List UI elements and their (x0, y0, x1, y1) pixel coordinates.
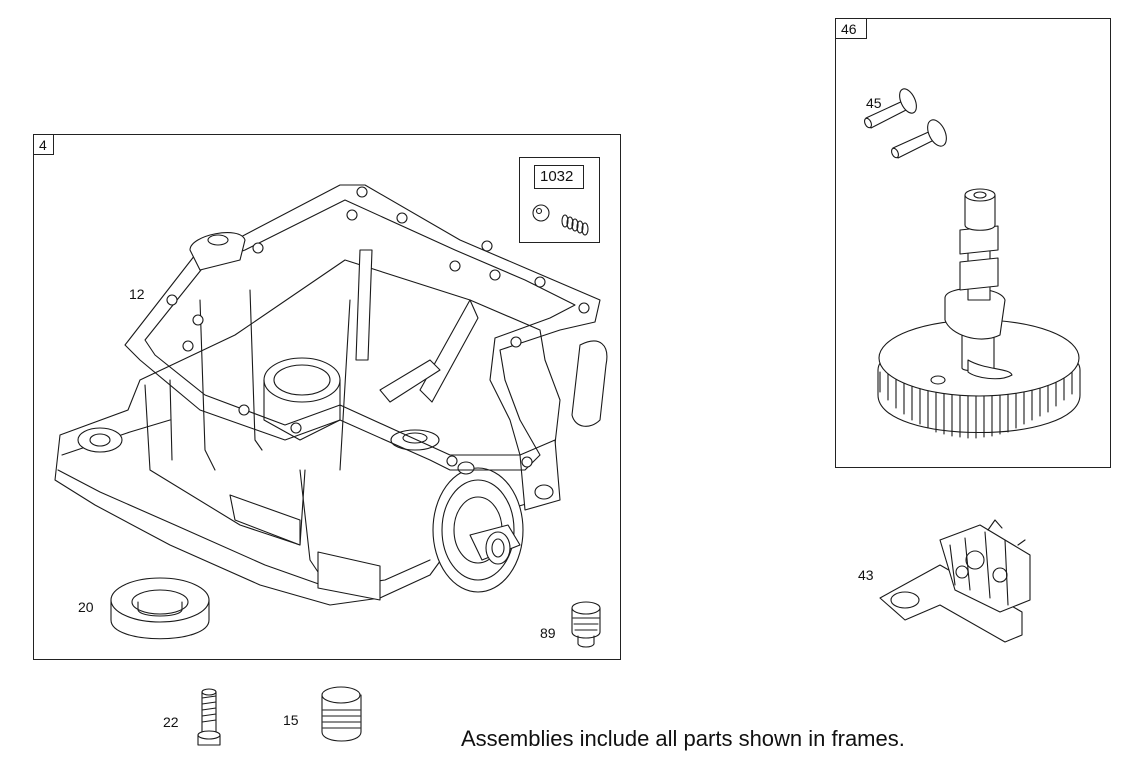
assembly-frame-46: 46 (835, 18, 1111, 468)
kit-number-box: 1032 (534, 165, 584, 189)
kit-frame-1032 (519, 157, 600, 243)
assemblies-note: Assemblies include all parts shown in fr… (461, 726, 905, 751)
plug-15-drawing (321, 686, 362, 742)
assembly-frame-4: 4 (33, 134, 621, 660)
assembly-number-tag: 4 (34, 135, 54, 155)
kit-parts-drawing (532, 204, 589, 236)
oil-seal-drawing (110, 577, 210, 640)
part-label-governor: 43 (858, 567, 874, 583)
part-label-plug-89: 89 (540, 625, 556, 641)
part-label-bolt: 22 (163, 714, 179, 730)
part-label-seal: 20 (78, 599, 94, 615)
kit-number-label: 1032 (540, 168, 574, 185)
sump-housing-drawing (54, 249, 608, 606)
plug-89-drawing (571, 601, 601, 648)
valve-lifters-drawing (864, 88, 947, 159)
assembly-number-tag: 46 (836, 19, 867, 39)
governor-drawing (879, 519, 1031, 643)
part-label-gasket: 12 (129, 286, 145, 302)
camshaft-drawing (877, 188, 1081, 439)
part-label-valve-lifters: 45 (866, 95, 882, 111)
bolt-22-drawing (197, 688, 221, 746)
gasket-drawing (124, 184, 601, 471)
part-label-plug-15: 15 (283, 712, 299, 728)
